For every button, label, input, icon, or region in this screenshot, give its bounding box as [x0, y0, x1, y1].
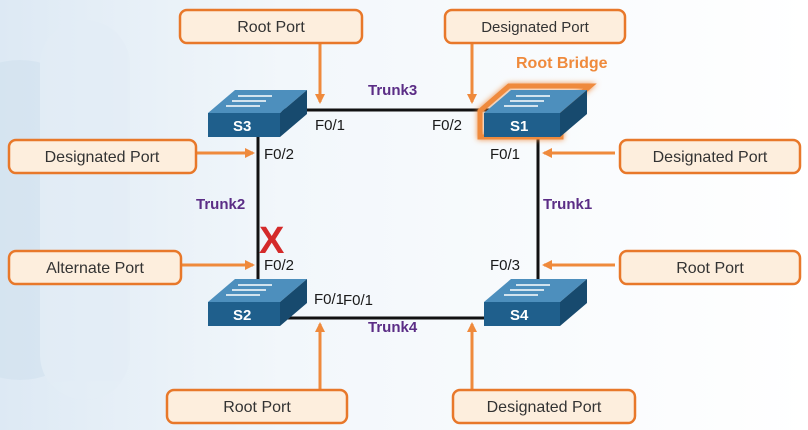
callout-text: Root Port [676, 260, 744, 277]
callout-text: Designated Port [487, 399, 602, 416]
port-label-s4-f01: F0/1 [343, 292, 373, 309]
trunk2-label: Trunk2 [196, 196, 245, 213]
switch-name: S1 [510, 118, 528, 135]
switch-name: S4 [510, 307, 529, 324]
trunk3-label: Trunk3 [368, 82, 417, 99]
switch-arrows-icon [226, 284, 272, 296]
trunk4-label: Trunk4 [368, 319, 418, 336]
callout-s4-f03: Root Port [618, 249, 802, 286]
callout-s2-f01: Root Port [165, 388, 349, 425]
switch-arrows-icon [504, 95, 550, 107]
callout-s3-f02: Designated Port [7, 138, 198, 175]
trunk1-label: Trunk1 [543, 196, 592, 213]
port-label-s1-f01: F0/1 [490, 146, 520, 163]
switch-name: S2 [233, 307, 251, 324]
root-bridge-label: Root Bridge [516, 55, 608, 72]
callout-text: Root Port [223, 399, 291, 416]
switch-arrows-icon [504, 284, 550, 296]
port-label-s2-f01: F0/1 [314, 291, 344, 308]
switch-name: S3 [233, 118, 251, 135]
callout-text: Root Port [237, 19, 305, 36]
callout-s3-f01: Root Port [178, 8, 364, 45]
switch-arrows-icon [226, 95, 272, 107]
callout-s1-f02: Designated Port [443, 8, 627, 45]
callout-s2-f02: Alternate Port [7, 249, 183, 286]
switch-s4[interactable]: S4 [484, 279, 587, 326]
arrows [181, 42, 615, 389]
callout-text: Alternate Port [46, 260, 144, 277]
background-decor [0, 20, 130, 400]
callout-text: Designated Port [481, 19, 589, 36]
port-label-s2-f02: F0/2 [264, 257, 294, 274]
callout-s1-f01: Designated Port [618, 138, 802, 175]
switch-s1[interactable]: S1 [477, 83, 597, 140]
port-label-s4-f03: F0/3 [490, 257, 520, 274]
callout-text: Designated Port [45, 149, 160, 166]
switch-s3[interactable]: S3 [208, 90, 307, 137]
switch-s2[interactable]: S2 [208, 279, 307, 326]
port-label-s3-f01: F0/1 [315, 117, 345, 134]
callout-s4-f01: Designated Port [451, 388, 637, 425]
port-label-s3-f02: F0/2 [264, 146, 294, 163]
callout-text: Designated Port [653, 149, 768, 166]
port-label-s1-f02: F0/2 [432, 117, 462, 134]
blocked-port-x-icon: X [259, 220, 285, 262]
